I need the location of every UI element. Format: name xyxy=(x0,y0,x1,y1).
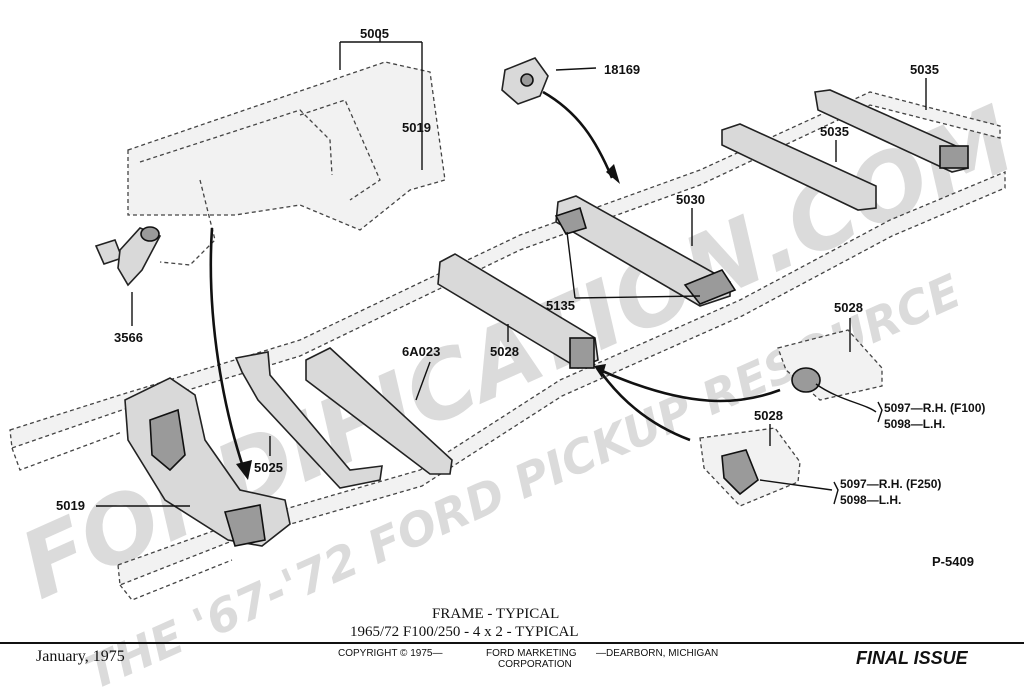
footer-status: FINAL ISSUE xyxy=(856,648,968,668)
label-5035-rear: 5035 xyxy=(910,62,939,77)
footer-date: January, 1975 xyxy=(36,648,125,665)
label-5098-b: 5098—L.H. xyxy=(840,493,901,507)
footer-org-line2: CORPORATION xyxy=(498,659,572,670)
footer-copyright: COPYRIGHT © 1975— xyxy=(338,648,443,659)
label-5028-lower: 5028 xyxy=(754,408,783,423)
mount-5028-f100 xyxy=(777,329,883,401)
cab-body-outline xyxy=(127,61,446,266)
caption-title: FRAME - TYPICAL xyxy=(432,606,560,622)
label-5028-right: 5028 xyxy=(834,300,863,315)
label-5097-f100: 5097—R.H. (F100) xyxy=(884,401,985,415)
leader-lines xyxy=(96,32,927,507)
label-5025: 5025 xyxy=(254,460,283,475)
part-3566 xyxy=(94,226,162,287)
footer-org-line1: FORD MARKETING xyxy=(486,648,577,659)
crossmember-5019-front xyxy=(124,377,291,547)
caption-subtitle: 1965/72 F100/250 - 4 x 2 - TYPICAL xyxy=(350,624,579,640)
label-6a023: 6A023 xyxy=(402,344,440,359)
label-3566: 3566 xyxy=(114,330,143,345)
crossmember-5028-mid xyxy=(437,253,599,369)
footer-location: —DEARBORN, MICHIGAN xyxy=(596,648,719,659)
label-5035: 5035 xyxy=(820,124,849,139)
plate-number: P-5409 xyxy=(932,554,974,569)
member-5025 xyxy=(234,351,383,489)
mount-5028-f250 xyxy=(699,427,801,507)
part-18169 xyxy=(501,57,549,105)
label-5019-top: 5019 xyxy=(402,120,431,135)
crossmember-5035-rear xyxy=(814,89,969,173)
footer-divider xyxy=(0,642,1024,644)
label-5030: 5030 xyxy=(676,192,705,207)
label-18169: 18169 xyxy=(604,62,640,77)
label-5019-left: 5019 xyxy=(56,498,85,513)
label-5097-f250: 5097—R.H. (F250) xyxy=(840,477,941,491)
brace-6a023 xyxy=(305,347,453,475)
callout-arrows xyxy=(209,90,781,480)
label-5135: 5135 xyxy=(546,298,575,313)
label-5005: 5005 xyxy=(360,26,389,41)
crossmember-5035 xyxy=(721,123,877,211)
label-5028-mid: 5028 xyxy=(490,344,519,359)
label-5098-a: 5098—L.H. xyxy=(884,417,945,431)
